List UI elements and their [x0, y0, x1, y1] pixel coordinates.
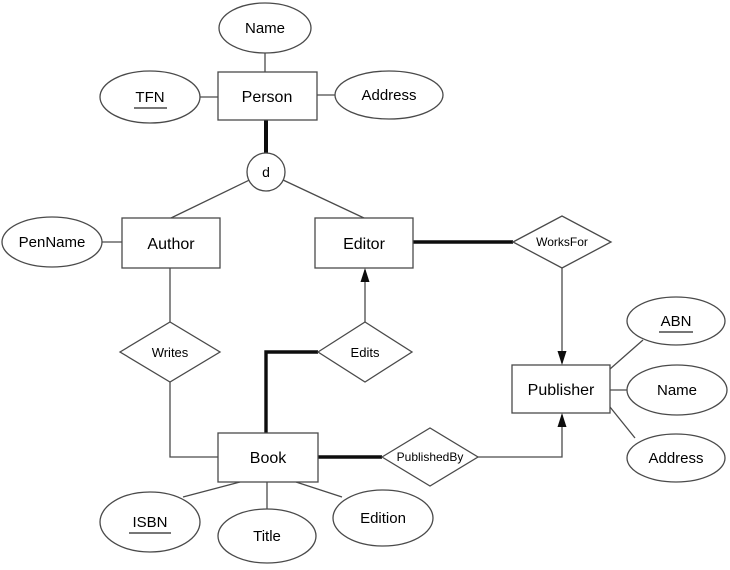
rel-worksfor-diamond: [511, 215, 613, 269]
entity-editor-box: [314, 217, 414, 269]
attr-book-title-label: Title: [253, 528, 281, 545]
attr-person-address-label: Address: [361, 87, 416, 104]
attr-book-isbn-ellipse: [99, 491, 201, 553]
arrowhead-publishedby-to-publisher: [557, 413, 567, 427]
attr-book-edition-ellipse: [332, 489, 434, 547]
edge-publisher-address: [609, 406, 636, 439]
attr-book-title-ellipse: [217, 508, 317, 564]
attr-person-name-label: Name: [245, 20, 285, 37]
edge-writes-book: [169, 380, 218, 458]
rel-writes-label: Writes: [152, 345, 189, 360]
rel-edits-label: Edits: [351, 345, 380, 360]
rel-worksfor-label: WorksFor: [536, 235, 588, 249]
entity-book-box: [217, 432, 319, 483]
attr-publisher-name-label: Name: [657, 382, 697, 399]
arrowhead-edits-to-editor: [360, 268, 370, 282]
entity-book-label: Book: [250, 450, 287, 467]
attr-publisher-address-label: Address: [648, 450, 703, 467]
rel-publishedby-label: PublishedBy: [397, 450, 464, 464]
edge-publishedby-publisher: [478, 415, 563, 458]
attr-person-address-ellipse: [334, 70, 444, 120]
entity-publisher-box: [511, 364, 611, 414]
edge-publisher-abn: [609, 339, 644, 370]
entity-person-box: [217, 71, 318, 121]
arrowhead-worksfor-to-publisher: [557, 351, 567, 365]
entity-editor-label: Editor: [343, 236, 385, 253]
attr-publisher-abn-ellipse: [626, 296, 726, 346]
attr-person-name-ellipse: [218, 2, 312, 54]
edge-book-edition: [295, 481, 343, 498]
attr-publisher-address-ellipse: [626, 433, 726, 483]
attr-author-penname-label: PenName: [19, 234, 86, 251]
entity-publisher-label: Publisher: [528, 382, 595, 399]
entity-author-label: Author: [147, 236, 195, 253]
attr-person-tfn-label: TFN: [135, 89, 164, 106]
attr-author-penname-ellipse: [1, 216, 103, 268]
attr-book-edition-label: Edition: [360, 510, 406, 527]
specialization-d-circle: [246, 152, 286, 192]
attr-book-isbn-label: ISBN: [132, 514, 167, 531]
edge-book-isbn: [182, 481, 241, 498]
attr-publisher-name-ellipse: [626, 364, 728, 416]
attr-publisher-abn-label: ABN: [661, 313, 692, 330]
specialization-d-label: d: [262, 164, 270, 180]
rel-edits-diamond: [316, 321, 414, 383]
edge-edits-book-bold: [264, 350, 318, 433]
attr-person-tfn-ellipse: [99, 70, 201, 124]
rel-writes-diamond: [118, 321, 222, 383]
rel-publishedby-diamond: [380, 427, 480, 487]
entity-person-label: Person: [242, 89, 293, 106]
entity-author-box: [121, 217, 221, 269]
